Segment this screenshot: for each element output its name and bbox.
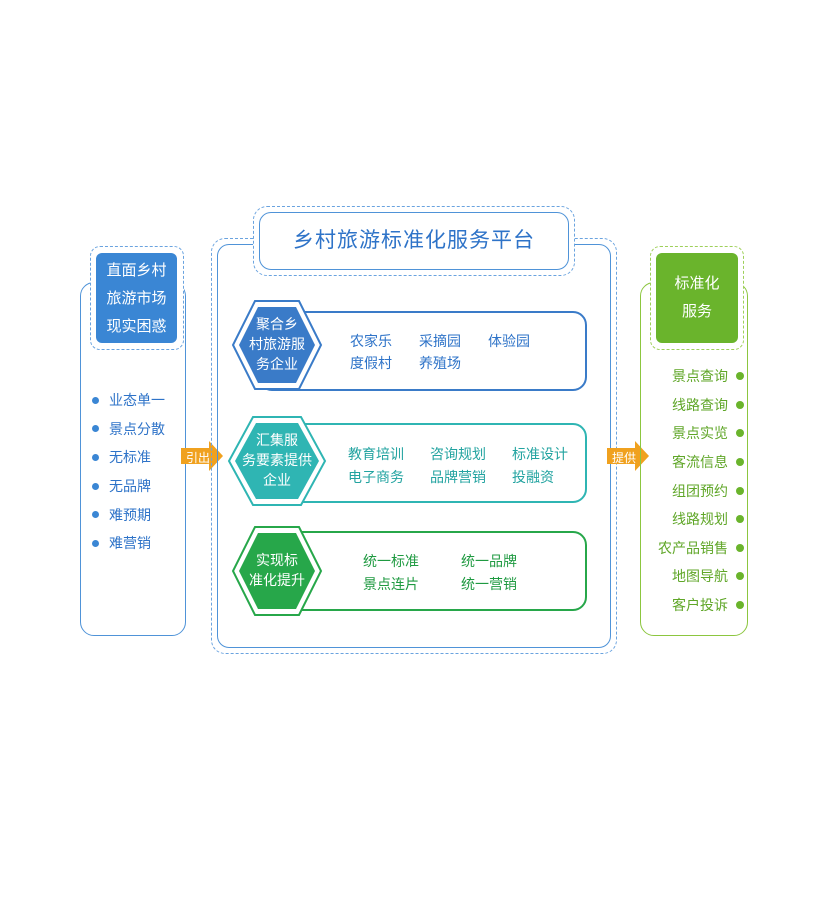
bullet-icon	[736, 429, 744, 438]
list-item: 难预期	[92, 500, 192, 529]
row-item: 养殖场	[419, 356, 461, 372]
row-item: 教育培训	[348, 447, 404, 463]
arrow-label-right: 提供	[612, 451, 637, 465]
list-item-label: 难预期	[109, 507, 151, 524]
row-item: 标准设计	[512, 447, 568, 463]
arrow-right-icon	[181, 441, 223, 471]
row-item: 电子商务	[348, 470, 404, 486]
list-item: 组团预约	[644, 476, 744, 505]
bullet-icon	[92, 453, 99, 461]
list-item-label: 地图导航	[672, 569, 728, 586]
list-item-label: 线路规划	[672, 512, 728, 529]
bullet-icon	[92, 482, 99, 490]
list-item: 无品牌	[92, 472, 192, 501]
hexagon-label: 聚合乡 村旅游服 务企业	[249, 317, 305, 373]
service-list: 景点查询 线路查询 景点实览 客流信息 组团预约 线路规划 农产品销售 地图导航…	[644, 362, 744, 619]
list-item-label: 无品牌	[109, 479, 151, 496]
bullet-icon	[736, 572, 744, 581]
list-item: 无标准	[92, 443, 192, 472]
bullet-icon	[92, 511, 99, 519]
right-header-line: 标准化	[674, 274, 720, 292]
left-header-line: 旅游市场	[106, 289, 167, 307]
left-header: 直面乡村 旅游市场 现实困惑	[96, 253, 177, 343]
left-header-line: 现实困惑	[106, 317, 167, 335]
list-item: 景点分散	[92, 415, 192, 444]
hexagon-label: 实现标 准化提升	[249, 553, 305, 589]
bullet-icon	[736, 372, 744, 381]
row-aggregate: 农家乐 采摘园 体验园 度假村 养殖场	[258, 311, 587, 391]
hexagon-label: 汇集服 务要素提供 企业	[242, 433, 312, 489]
platform-title: 乡村旅游标准化服务平台	[259, 212, 569, 270]
list-item: 线路查询	[644, 391, 744, 420]
list-item-label: 组团预约	[672, 483, 728, 500]
row-item: 采摘园	[419, 334, 461, 350]
list-item: 业态单一	[92, 386, 192, 415]
bullet-icon	[92, 396, 99, 404]
list-item-label: 无标准	[109, 450, 151, 467]
bullet-icon	[736, 543, 744, 552]
list-item-label: 客流信息	[672, 455, 728, 472]
list-item: 客流信息	[644, 448, 744, 477]
bullet-icon	[736, 400, 744, 409]
hexagon-elements: 汇集服 务要素提供 企业	[226, 414, 328, 508]
bullet-icon	[92, 539, 99, 547]
list-item-label: 客户投诉	[672, 598, 728, 615]
list-item: 景点实览	[644, 419, 744, 448]
row-item: 品牌营销	[430, 470, 486, 486]
list-item-label: 难营销	[109, 536, 151, 553]
list-item: 农产品销售	[644, 534, 744, 563]
arrow-right-icon	[607, 441, 649, 471]
list-item-label: 景点查询	[672, 369, 728, 386]
row-item: 统一品牌	[461, 554, 517, 570]
list-item: 景点查询	[644, 362, 744, 391]
right-header-line: 服务	[681, 302, 712, 320]
row-item: 景点连片	[363, 577, 419, 593]
row-item: 投融资	[512, 470, 554, 486]
list-item-label: 业态单一	[109, 393, 165, 410]
bullet-icon	[736, 515, 744, 524]
problem-list: 业态单一 景点分散 无标准 无品牌 难预期 难营销	[92, 386, 192, 558]
row-item: 统一标准	[363, 554, 419, 570]
list-item: 难营销	[92, 529, 192, 558]
row-item: 农家乐	[350, 334, 392, 350]
row-item: 体验园	[488, 334, 530, 350]
list-item-label: 景点分散	[109, 421, 165, 438]
list-item-label: 农产品销售	[658, 540, 728, 557]
list-item-label: 景点实览	[672, 426, 728, 443]
arrow-label-left: 引出	[186, 451, 211, 465]
list-item: 客户投诉	[644, 591, 744, 620]
right-header: 标准化 服务	[656, 253, 738, 343]
row-item: 咨询规划	[430, 447, 486, 463]
row-item: 统一营销	[461, 577, 517, 593]
list-item-label: 线路查询	[672, 397, 728, 414]
bullet-icon	[736, 486, 744, 495]
bullet-icon	[736, 601, 744, 610]
bullet-icon	[736, 458, 744, 467]
row-item: 度假村	[350, 356, 392, 372]
bullet-icon	[92, 425, 99, 433]
hexagon-aggregate: 聚合乡 村旅游服 务企业	[230, 298, 324, 392]
hexagon-standardize: 实现标 准化提升	[230, 524, 324, 618]
left-header-line: 直面乡村	[106, 261, 167, 279]
list-item: 线路规划	[644, 505, 744, 534]
list-item: 地图导航	[644, 562, 744, 591]
